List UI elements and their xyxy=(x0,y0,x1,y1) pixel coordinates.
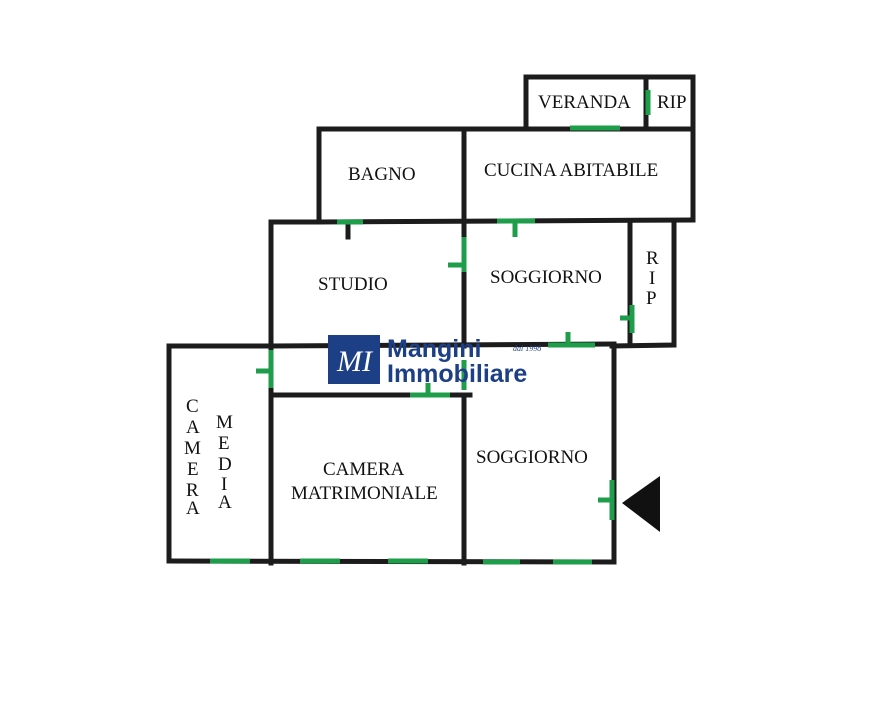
media-letter: D xyxy=(218,454,232,475)
rip-side-letter: I xyxy=(649,268,655,289)
logo-monogram-box xyxy=(328,335,380,384)
camera-letter: R xyxy=(186,480,199,501)
room-label-veranda: VERANDA xyxy=(538,92,631,113)
room-label-rip-side: R I P xyxy=(646,248,659,309)
room-label-rip-top: RIP xyxy=(657,92,687,113)
rip-side-letter: R xyxy=(646,248,659,269)
camera-letter: A xyxy=(186,417,200,438)
media-letter: A xyxy=(218,492,232,513)
room-label-bagno: BAGNO xyxy=(348,164,416,185)
room-label-camera-matrimoniale-line1: CAMERA xyxy=(323,459,405,480)
room-label-soggiorno-bottom: SOGGIORNO xyxy=(476,447,588,468)
room-label-camera-media: C A M E R A M E D I A xyxy=(184,396,233,519)
logo-line1: Mangini xyxy=(387,335,481,363)
room-label-studio: STUDIO xyxy=(318,274,388,295)
room-label-soggiorno-top: SOGGIORNO xyxy=(490,267,602,288)
camera-letter: M xyxy=(184,438,201,459)
camera-letter: C xyxy=(186,396,199,417)
room-label-cucina-abitabile: CUCINA ABITABILE xyxy=(484,160,658,181)
agency-logo: MI Mangini Immobiliare dal 1998 xyxy=(328,335,541,388)
camera-letter: E xyxy=(187,459,199,480)
camera-letter: A xyxy=(186,498,200,519)
logo-monogram: MI xyxy=(336,345,374,378)
media-letter: E xyxy=(218,433,230,454)
media-letter: M xyxy=(216,412,233,433)
media-letter: I xyxy=(221,474,227,495)
doors xyxy=(210,90,651,565)
room-label-camera-matrimoniale-line2: MATRIMONIALE xyxy=(291,483,438,504)
logo-line2: Immobiliare xyxy=(387,360,527,388)
logo-since: dal 1998 xyxy=(513,344,541,353)
entrance-arrow-icon xyxy=(622,476,660,532)
rip-side-letter: P xyxy=(646,288,657,309)
